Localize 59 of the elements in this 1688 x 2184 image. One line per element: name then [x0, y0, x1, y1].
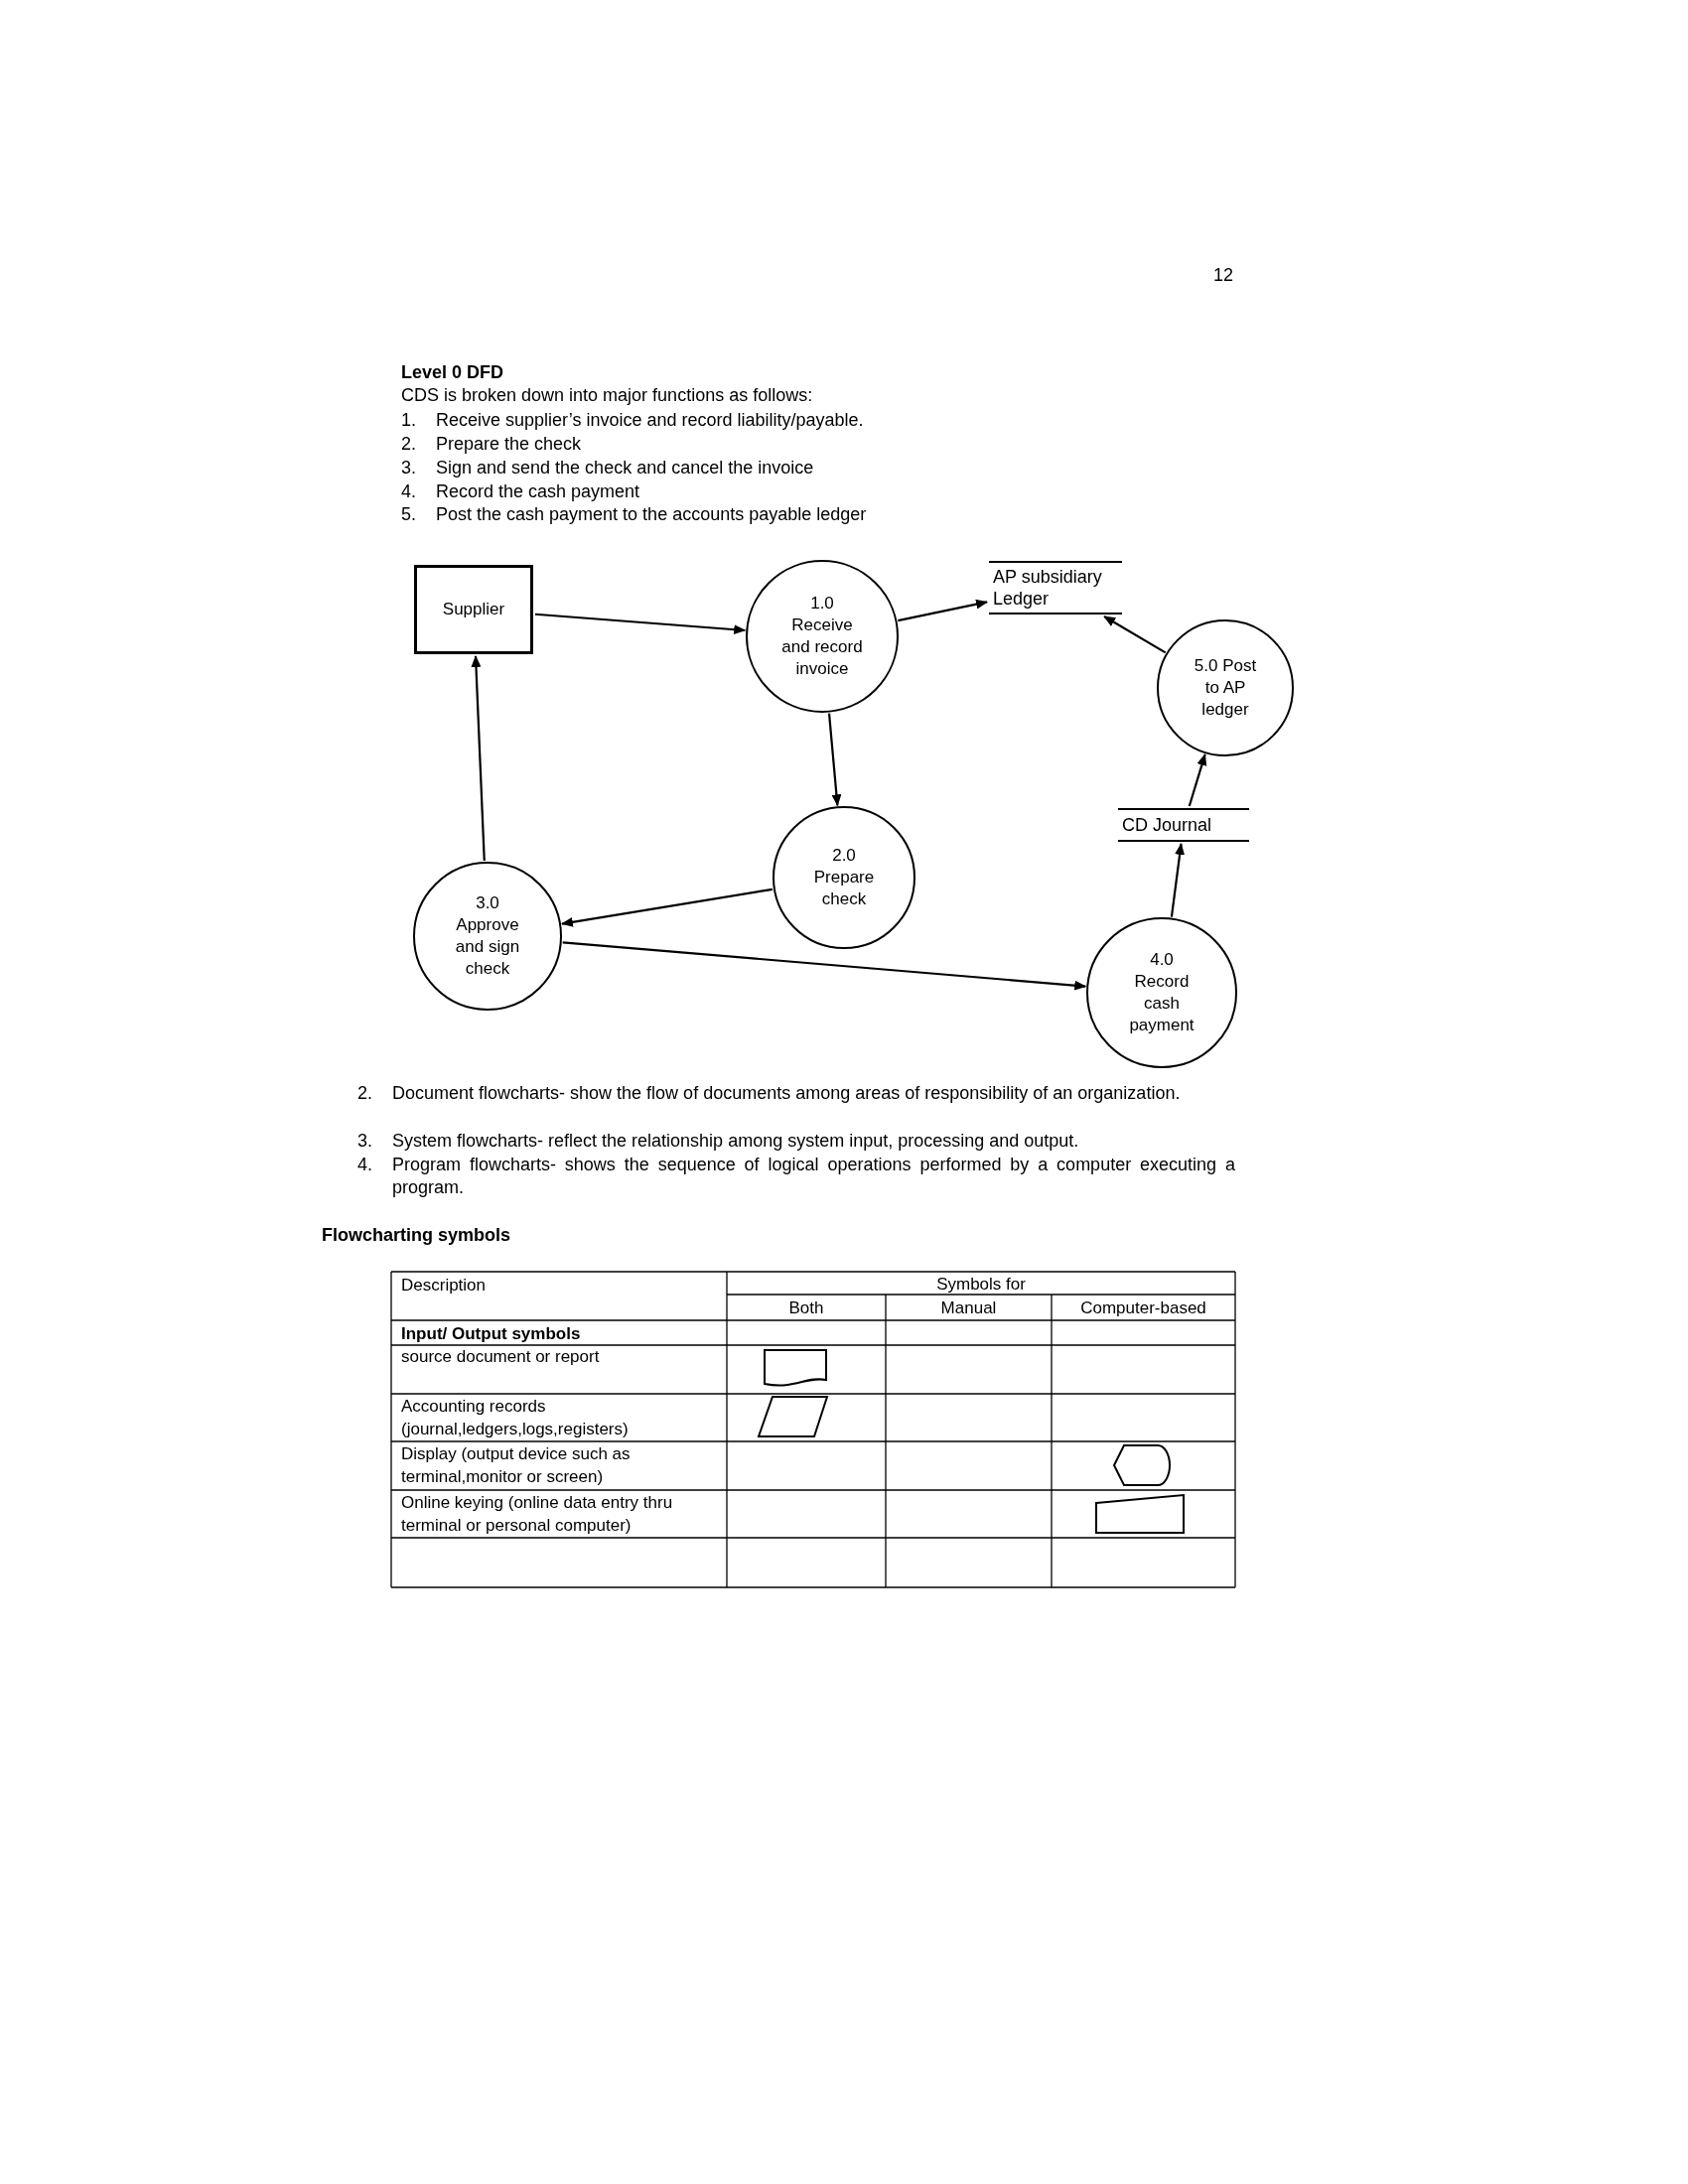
list-number: 3. — [357, 1130, 372, 1153]
arrow — [562, 941, 1087, 991]
arrow — [1170, 843, 1186, 917]
arrow — [471, 655, 486, 862]
process-number: 2.0 — [831, 845, 857, 867]
process-number: 3.0 — [475, 892, 500, 914]
store-label: CD Journal — [1122, 814, 1212, 836]
column-heading: Manual — [939, 1297, 998, 1319]
arrow — [1103, 615, 1167, 654]
list-number: 4. — [401, 480, 416, 503]
arrow — [534, 613, 747, 635]
list-item: Prepare the check — [436, 433, 582, 456]
list-item: Post the cash payment to the accounts payable ledger — [436, 503, 867, 526]
column-heading: Symbols for — [935, 1274, 1027, 1296]
process-circle — [746, 560, 899, 713]
process-circle — [413, 862, 562, 1011]
node-label: Supplier — [442, 599, 505, 620]
arrow — [561, 887, 774, 927]
row-text: source document or report — [401, 1346, 600, 1368]
store-label: AP subsidiary Ledger — [993, 566, 1103, 610]
column-heading: Description — [401, 1275, 487, 1297]
row-text: Online keying (online data entry thru terminal or personal computer) — [401, 1492, 674, 1537]
list-item: Sign and send the check and cancel the invoice — [436, 457, 814, 479]
node-label: Receive and record invoice — [780, 614, 864, 680]
column-heading: Both — [787, 1297, 825, 1319]
arrow — [827, 713, 842, 807]
arrow — [1188, 753, 1207, 807]
list-number: 1. — [401, 409, 416, 432]
process-circle — [773, 806, 915, 949]
intro-text: CDS is broken down into major functions as follows: — [401, 384, 813, 407]
row-text: Display (output device such as terminal,monitor or screen) — [401, 1443, 632, 1488]
node-label: 5.0 Post to AP ledger — [1193, 655, 1258, 721]
data-store — [989, 561, 1122, 614]
process-number: 4.0 — [1149, 949, 1175, 971]
list-number: 4. — [357, 1154, 372, 1176]
list-item: System flowcharts- reflect the relationship among system input, processing and output. — [392, 1130, 1080, 1153]
row-text: Accounting records (journal,ledgers,logs,registers) — [401, 1396, 630, 1440]
process-number: 1.0 — [809, 593, 835, 614]
node-label: Approve and sign check — [454, 914, 521, 980]
process-circle — [1157, 619, 1294, 756]
node-label: Prepare check — [812, 867, 876, 910]
data-store — [1118, 808, 1249, 842]
list-number: 3. — [401, 457, 416, 479]
list-item: Document flowcharts- show the flow of documents among areas of responsibility of an organization. — [392, 1082, 1182, 1105]
node-label: Record cash payment — [1128, 971, 1196, 1036]
page-number: 12 — [1213, 264, 1234, 287]
arrow — [898, 599, 988, 622]
list-item: Program flowcharts- shows the sequence of logical operations performed by a computer executing a program. — [392, 1154, 1235, 1199]
list-number: 5. — [401, 503, 416, 526]
list-item: Record the cash payment — [436, 480, 640, 503]
heading: Level 0 DFD — [401, 361, 504, 384]
row-heading: Input/ Output symbols — [401, 1323, 581, 1345]
external-entity-box — [414, 565, 533, 654]
process-circle — [1086, 917, 1237, 1068]
list-item: Receive supplier’s invoice and record liability/payable. — [436, 409, 864, 432]
list-number: 2. — [357, 1082, 372, 1105]
list-number: 2. — [401, 433, 416, 456]
section-heading: Flowcharting symbols — [322, 1224, 511, 1247]
column-heading: Computer-based — [1079, 1297, 1207, 1319]
